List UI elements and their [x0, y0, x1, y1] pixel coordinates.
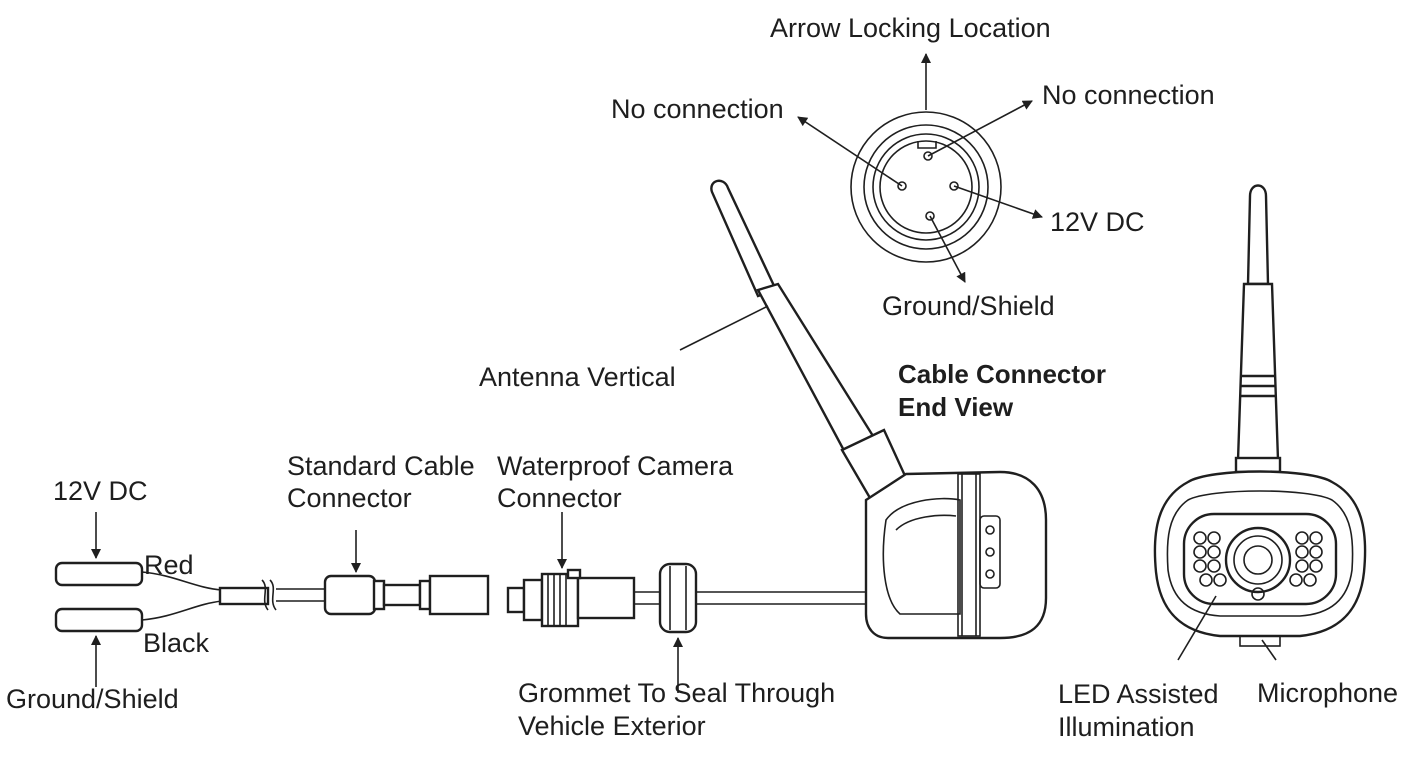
label-no-connection-right: No connection — [1042, 80, 1215, 110]
label-led-line2: Illumination — [1058, 712, 1195, 742]
label-ground-pin: Ground/Shield — [882, 291, 1055, 321]
connector-end-view — [797, 53, 1043, 283]
label-12v-pin: 12V DC — [1050, 207, 1145, 237]
wire-terminals — [54, 512, 326, 687]
label-led-line1: LED Assisted — [1058, 679, 1219, 709]
waterproof-camera-connector — [506, 512, 660, 628]
label-standard-connector-line2: Connector — [287, 483, 412, 513]
standard-cable-connector — [323, 530, 490, 616]
led-cluster-left — [1193, 531, 1227, 587]
label-arrow-locking: Arrow Locking Location — [770, 13, 1051, 43]
pin-top — [923, 151, 933, 161]
pin-bottom — [925, 211, 935, 221]
led-cluster-right — [1289, 531, 1323, 587]
pin-left — [897, 181, 907, 191]
label-standard-connector-line1: Standard Cable — [287, 451, 475, 481]
label-grommet-line2: Vehicle Exterior — [518, 711, 706, 741]
label-end-view-line2: End View — [898, 392, 1014, 422]
label-red-wire: Red — [144, 550, 194, 580]
label-ground-wire: Ground/Shield — [6, 684, 179, 714]
label-antenna: Antenna Vertical — [479, 362, 676, 392]
label-waterproof-connector-line1: Waterproof Camera — [497, 451, 734, 481]
label-black-wire: Black — [143, 628, 210, 658]
grommet — [658, 562, 866, 693]
pin-right — [949, 181, 959, 191]
label-12v-wire: 12V DC — [53, 476, 148, 506]
label-no-connection-left: No connection — [611, 94, 784, 124]
label-microphone: Microphone — [1257, 678, 1399, 708]
label-grommet-line1: Grommet To Seal Through — [518, 678, 836, 708]
camera-side-view — [679, 179, 1048, 640]
camera-front-view — [1153, 184, 1367, 661]
label-end-view-line1: Cable Connector — [898, 359, 1107, 389]
label-waterproof-connector-line2: Connector — [497, 483, 622, 513]
